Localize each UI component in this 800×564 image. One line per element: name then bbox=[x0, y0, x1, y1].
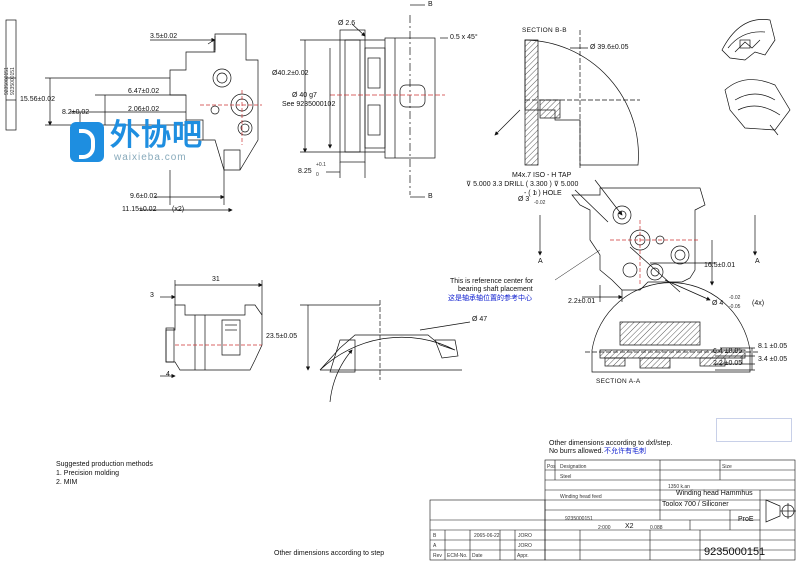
note-method2: 2. MIM bbox=[56, 479, 78, 486]
tb-pos: Pos bbox=[547, 464, 556, 470]
tb-prod: ProE bbox=[738, 516, 754, 523]
dim-o4-dn: -0.05 bbox=[729, 304, 741, 310]
tb-rev-b: B bbox=[433, 533, 437, 539]
dim-4: 4 bbox=[166, 371, 170, 378]
dim-3: 3 bbox=[150, 292, 154, 299]
section-mark-b-top: B bbox=[428, 1, 433, 8]
tb-toolox: Toolox 700 / Siliconer bbox=[662, 501, 729, 508]
section-mark-b-bottom: B bbox=[428, 193, 433, 200]
tb-signer2: JORO bbox=[518, 543, 532, 549]
dim-8-25-tol-up: +0.1 bbox=[316, 162, 326, 168]
watermark-logo-icon bbox=[70, 122, 104, 162]
detail-view bbox=[571, 187, 706, 291]
dim-8-1: 8.1 ±0.05 bbox=[758, 343, 788, 350]
section-a-a-title: SECTION A-A bbox=[596, 378, 641, 385]
tb-x2: X2 bbox=[625, 523, 634, 530]
dim-o47: Ø 47 bbox=[472, 316, 488, 323]
section-mark-a-right: A bbox=[755, 258, 760, 265]
dim-31: 31 bbox=[212, 276, 220, 283]
dim-8-2: 8.2±0.02 bbox=[62, 109, 90, 116]
section-b-b bbox=[524, 30, 640, 170]
dim-4x: (4x) bbox=[752, 300, 765, 307]
front-view bbox=[169, 33, 262, 171]
title-block bbox=[429, 459, 796, 561]
dim-m4-tap: M4x.7 ISO - H TAP bbox=[512, 172, 572, 179]
tb-rev-a: A bbox=[433, 543, 437, 549]
dim-39-6: Ø 39.6±0.05 bbox=[590, 44, 629, 51]
empty-frame bbox=[716, 418, 792, 442]
dim-o4-up: -0.02 bbox=[729, 295, 741, 301]
dim-drill: ⊽ 5.000 3.3 DRILL ( 3.300 ) ⊽ 5.000 bbox=[466, 181, 579, 188]
note-suggested: Suggested production methods bbox=[56, 461, 153, 468]
section-b-b-title: SECTION B-B bbox=[522, 27, 567, 34]
section-mark-a-left: A bbox=[538, 258, 543, 265]
dim-9-6: 9.6±0.02 bbox=[130, 193, 158, 200]
tb-winding-feed: Winding head feed bbox=[560, 494, 602, 500]
side-strip-line2: 9235000151 bbox=[10, 67, 16, 95]
section-a-a bbox=[585, 282, 760, 373]
dim-40-g7: Ø 40 g7 bbox=[292, 92, 317, 99]
tb-date-label: Date bbox=[472, 553, 483, 559]
dim-8-25-tol-dn: 0 bbox=[316, 172, 319, 178]
bottom-side-view bbox=[165, 304, 263, 371]
note-other-dxf: Other dimensions according to dxf/step. bbox=[549, 440, 673, 447]
dim-2-06: 2.06±0.02 bbox=[128, 106, 160, 113]
tb-size: Size bbox=[722, 464, 732, 470]
tb-ecm-label: ECM-No. bbox=[447, 553, 468, 559]
dim-16-5: 16.5±0.01 bbox=[704, 262, 736, 269]
side-view bbox=[330, 15, 445, 195]
dim-o3-dn: -0.02 bbox=[534, 200, 546, 206]
dim-8-25: 8.25 bbox=[298, 168, 312, 175]
dim-o3-up: 0 bbox=[534, 191, 537, 197]
dim-40-2: Ø40.2±0.02 bbox=[272, 70, 309, 77]
note-method1: 1. Precision molding bbox=[56, 470, 120, 477]
watermark-url: waixieba.com bbox=[114, 152, 187, 163]
tb-date: 2065-06-22 bbox=[474, 533, 500, 539]
tb-drawing-number: 9235000151 bbox=[704, 546, 766, 558]
tb-material: Steel bbox=[560, 474, 572, 480]
dim-see-ref: See 9235000102 bbox=[282, 101, 336, 108]
dim-6-47: 6.47±0.02 bbox=[128, 88, 160, 95]
dim-6-4: 6.4 ±0.05 bbox=[713, 348, 743, 355]
ref-note-cn: 这是轴承轴位置的参考中心 bbox=[448, 295, 532, 302]
iso-view-bottom bbox=[724, 79, 791, 136]
note-no-burrs-cn: 不允许有毛刺 bbox=[604, 448, 646, 455]
tb-scale2: 0.088 bbox=[650, 525, 663, 531]
dim-o4: Ø 4 bbox=[712, 300, 724, 307]
tb-ck: 1350 k.an bbox=[668, 484, 690, 490]
tb-winding-hammer: Winding head Hammhus bbox=[676, 490, 753, 497]
dim-3-5: 3.5±0.02 bbox=[150, 33, 178, 40]
tb-appr-label: Appr. bbox=[517, 553, 529, 559]
ref-note-line1: This is reference center for bbox=[450, 278, 534, 285]
watermark: 外协吧 waixieba.com bbox=[70, 118, 220, 178]
dim-2-2b: 2.2 ±0.05 bbox=[713, 360, 743, 367]
tb-rev-label: Rev bbox=[433, 553, 442, 559]
note-no-burrs: No burrs allowed. bbox=[549, 448, 604, 455]
note-other-step: Other dimensions according to step bbox=[274, 550, 385, 557]
dim-2-2: 2.2±0.01 bbox=[568, 298, 596, 305]
dim-11-15: 11.15±0.02 bbox=[122, 206, 157, 213]
projection-symbol bbox=[765, 499, 796, 523]
ref-note-line2: bearing shaft placement bbox=[458, 286, 533, 293]
dim-3-4: 3.4 ±0.05 bbox=[758, 356, 788, 363]
dim-hole: - ( 1 ) HOLE bbox=[524, 190, 562, 197]
tb-signer: JORO bbox=[518, 533, 532, 539]
dim-o3: Ø 3 bbox=[518, 196, 530, 203]
tb-doc-no-small: 9235000151 bbox=[565, 516, 593, 522]
watermark-text: 外协吧 bbox=[110, 119, 203, 152]
dim-15-56: 15.56±0.02 bbox=[20, 96, 55, 103]
dim-2-6: Ø 2.6 bbox=[338, 20, 356, 27]
side-strip bbox=[5, 19, 17, 131]
arc-view bbox=[319, 300, 462, 380]
dim-23-5: 23.5±0.05 bbox=[266, 333, 298, 340]
dim-x2: (x2) bbox=[172, 206, 185, 213]
tb-scale: 2:000 bbox=[598, 525, 611, 531]
tb-designation: Designation bbox=[560, 464, 587, 470]
dim-chamfer: 0.5 x 45° bbox=[450, 34, 478, 41]
iso-view-top bbox=[721, 19, 776, 61]
